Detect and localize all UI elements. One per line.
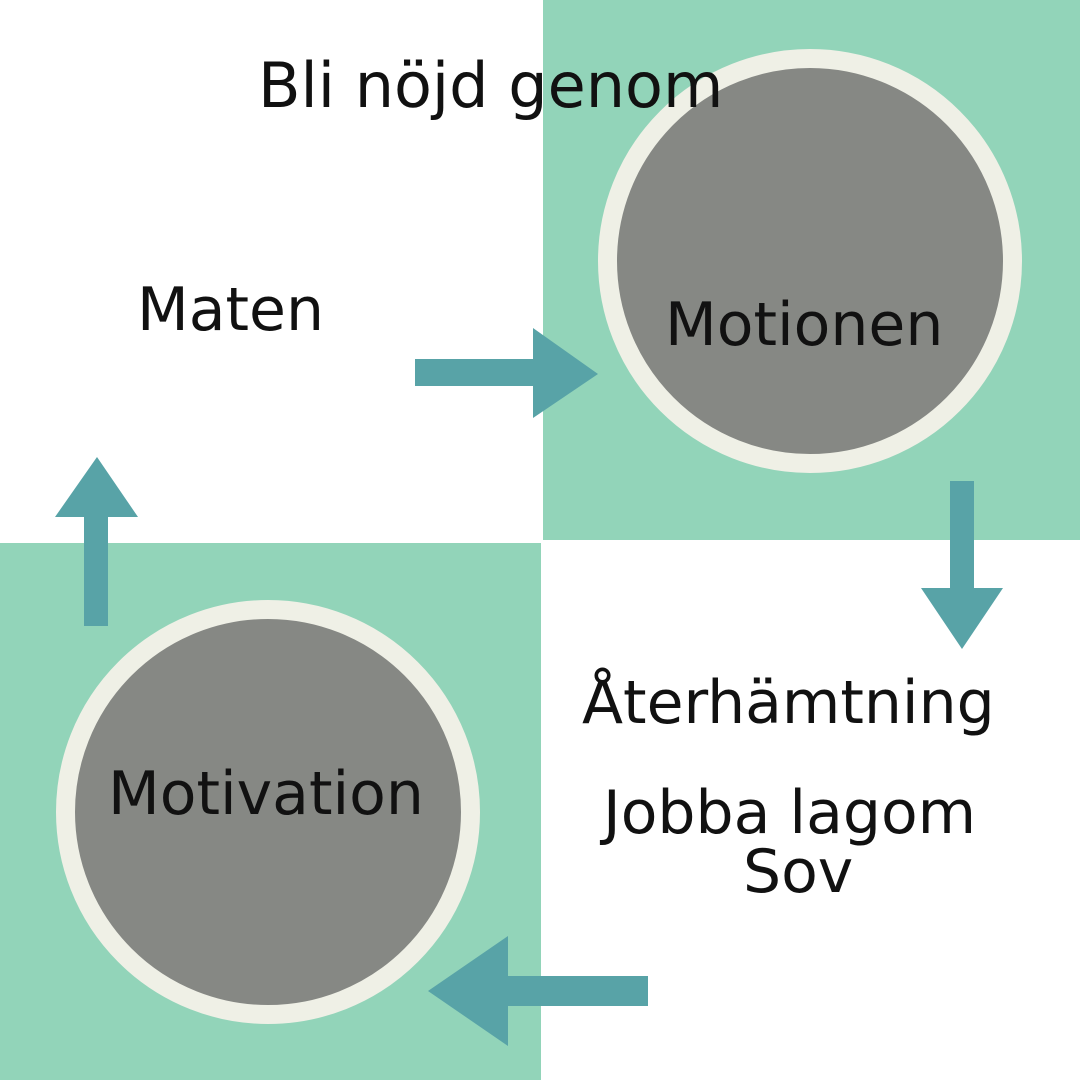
motivation-label: Motivation <box>108 759 424 829</box>
sov-label: Sov <box>743 837 854 907</box>
aterhamtning-label: Återhämtning <box>582 668 995 738</box>
maten-label: Maten <box>137 275 325 345</box>
jobba-lagom-label: Jobba lagom <box>603 778 977 848</box>
diagram-title: Bli nöjd genom <box>258 49 724 122</box>
motionen-label: Motionen <box>665 290 944 360</box>
